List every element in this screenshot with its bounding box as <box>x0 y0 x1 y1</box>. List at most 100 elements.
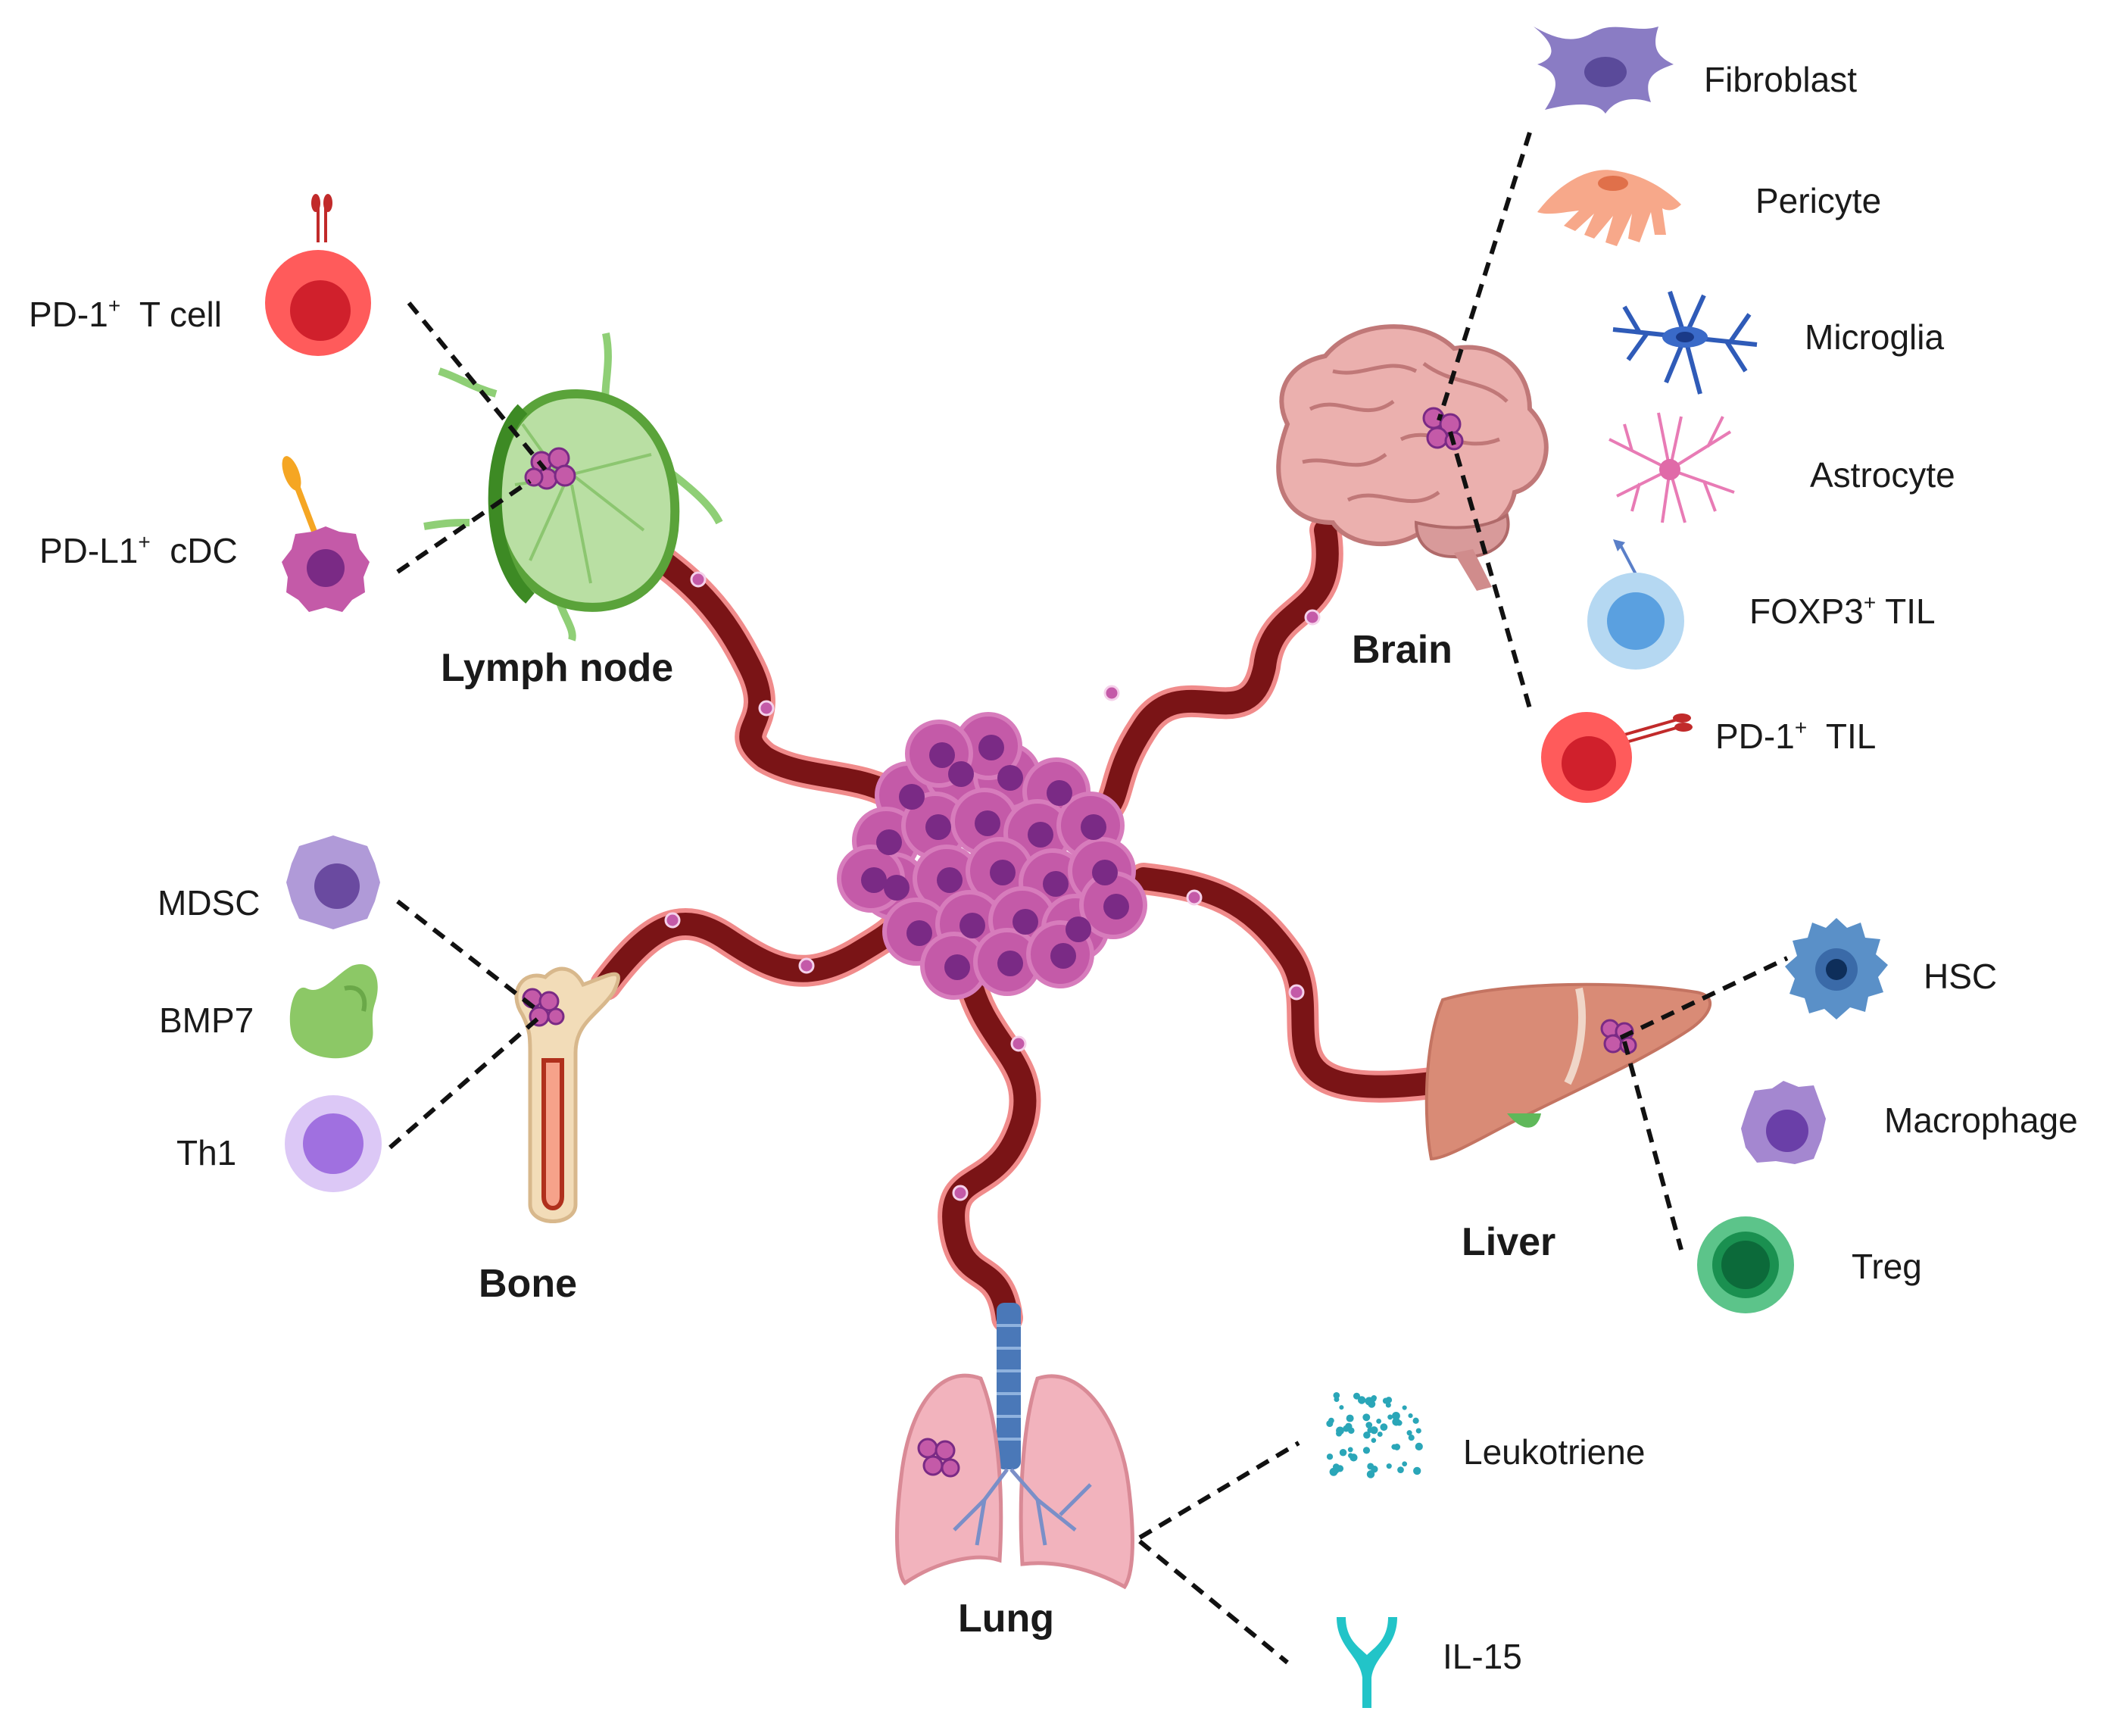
tumor-cell-nucleus <box>997 765 1023 791</box>
leukotriene-dot <box>1339 1405 1344 1410</box>
label-mdsc: MDSC <box>158 883 261 923</box>
tumor-cell-nucleus <box>1043 871 1069 897</box>
leukotriene-dot <box>1339 1449 1347 1457</box>
leukotriene-dot <box>1392 1417 1400 1426</box>
pericyte-icon <box>1537 170 1681 246</box>
foxp3-til-icon <box>1587 539 1684 670</box>
lung-illustration <box>895 1303 1134 1590</box>
label-pd1-t-cell-sup: + <box>108 294 121 317</box>
lymph-node-illustration <box>423 333 723 642</box>
leukotriene-dot <box>1357 1396 1366 1404</box>
label-pdl1-cdc: PD-L1+ cDC <box>39 530 238 571</box>
leukotriene-dot <box>1347 1447 1353 1453</box>
leukotriene-dot <box>1366 1470 1375 1478</box>
hsc-icon <box>1785 918 1888 1019</box>
leukotriene-dot <box>1353 1392 1360 1400</box>
label-fibroblast: Fibroblast <box>1704 60 1857 99</box>
label-pericyte: Pericyte <box>1755 181 1882 220</box>
tumor-cell-nucleus <box>1047 780 1072 806</box>
fibroblast-icon <box>1534 27 1674 114</box>
leukotriene-dot <box>1387 1414 1393 1420</box>
leukotriene-dot <box>1336 1430 1343 1437</box>
label-pd1-til-rest: TIL <box>1807 717 1877 756</box>
leukotriene-dot <box>1368 1400 1376 1408</box>
tumor-cell-nucleus <box>906 920 932 946</box>
label-pd1-til: PD-1+ TIL <box>1715 716 1876 757</box>
tumor-cell-nucleus <box>978 735 1004 760</box>
tumor-cell-nucleus <box>929 742 955 768</box>
tumor-cell-nucleus <box>937 867 963 893</box>
leukotriene-dot <box>1413 1466 1421 1475</box>
organ-label-brain: Brain <box>1352 628 1452 672</box>
leukotriene-dot <box>1391 1444 1397 1450</box>
th1-icon <box>285 1095 382 1192</box>
leukotriene-dot <box>1371 1438 1377 1443</box>
tumor-cell-nucleus <box>1028 822 1053 848</box>
label-hsc: HSC <box>1924 957 1998 996</box>
leukotriene-dot <box>1326 1453 1334 1460</box>
organ-label-lymph-node: Lymph node <box>441 646 674 690</box>
leukotriene-dot <box>1402 1461 1408 1467</box>
blood-vessels <box>590 514 1447 1334</box>
organ-label-liver: Liver <box>1462 1220 1556 1264</box>
leukotriene-dot <box>1402 1405 1407 1410</box>
leukotriene-dot <box>1326 1420 1334 1428</box>
label-macrophage: Macrophage <box>1884 1101 2078 1140</box>
leukotriene-dot <box>1412 1417 1419 1424</box>
leukotriene-dot <box>1350 1453 1358 1462</box>
label-leukotriene: Leukotriene <box>1463 1432 1646 1472</box>
bmp7-icon <box>289 964 378 1059</box>
tumor-cell-nucleus <box>1013 909 1038 935</box>
leukotriene-dot <box>1415 1428 1421 1434</box>
tumor-cell-nucleus <box>925 814 951 840</box>
leukotriene-dot <box>1362 1447 1371 1454</box>
label-astrocyte: Astrocyte <box>1810 455 1955 495</box>
tumor-cell-nucleus <box>997 951 1023 976</box>
pd1-til-icon <box>1541 712 1693 803</box>
leukotriene-dot <box>1334 1397 1340 1402</box>
leukotriene-dot <box>1370 1426 1378 1435</box>
leukotriene-dot <box>1380 1423 1388 1432</box>
tumor-cell-nucleus <box>990 860 1016 885</box>
leukotriene-dot <box>1376 1418 1382 1424</box>
label-foxp3-til-main: FOXP3 <box>1749 592 1864 631</box>
tumor-cell-nucleus <box>948 761 974 787</box>
macrophage-icon <box>1741 1081 1826 1164</box>
label-pdl1-cdc-sup: + <box>138 530 151 554</box>
leukotriene-dot <box>1370 1396 1377 1402</box>
tumor-cell-nucleus <box>884 875 910 901</box>
tumor-cell-nucleus <box>1050 943 1076 969</box>
label-foxp3-til-rest: TIL <box>1876 592 1936 631</box>
leukotriene-dot <box>1386 1463 1392 1469</box>
astrocyte-icon <box>1608 412 1735 523</box>
leukotriene-dot <box>1415 1442 1423 1450</box>
leukotriene-dot <box>1346 1414 1354 1422</box>
leukotriene-dot <box>1377 1432 1383 1438</box>
leukotriene-dot <box>1408 1435 1415 1441</box>
tumor-cell-nucleus <box>876 829 902 855</box>
leukotriene-dot <box>1333 1391 1340 1399</box>
pdl1-cdc-icon <box>282 456 370 612</box>
leukotriene-dot <box>1363 1431 1371 1439</box>
pd1-t-cell-icon <box>265 194 371 356</box>
label-pd1-til-sup: + <box>1794 716 1808 739</box>
label-pd1-t-cell-main: PD-1 <box>29 295 108 334</box>
tumor-cell-nucleus <box>899 784 925 810</box>
leukotriene-dot <box>1385 1402 1391 1408</box>
label-microglia: Microglia <box>1805 317 1945 357</box>
tumor-cell-nucleus <box>959 913 985 938</box>
label-pd1-t-cell-rest: T cell <box>120 295 222 334</box>
leukotriene-dot <box>1382 1397 1389 1404</box>
tumor-cell-nucleus <box>1066 916 1091 942</box>
liver-illustration <box>1424 982 1712 1161</box>
label-th1: Th1 <box>176 1133 237 1172</box>
leukotriene-dot <box>1397 1466 1404 1473</box>
il15-icon <box>1337 1617 1397 1708</box>
label-pd1-t-cell: PD-1+ T cell <box>29 294 222 335</box>
leukotriene-dot <box>1408 1413 1413 1419</box>
tumor-cell-nucleus <box>1081 814 1106 840</box>
leukotriene-dot <box>1406 1430 1412 1436</box>
dashed-connectors <box>388 132 1789 1665</box>
leukotriene-dot <box>1392 1411 1400 1420</box>
